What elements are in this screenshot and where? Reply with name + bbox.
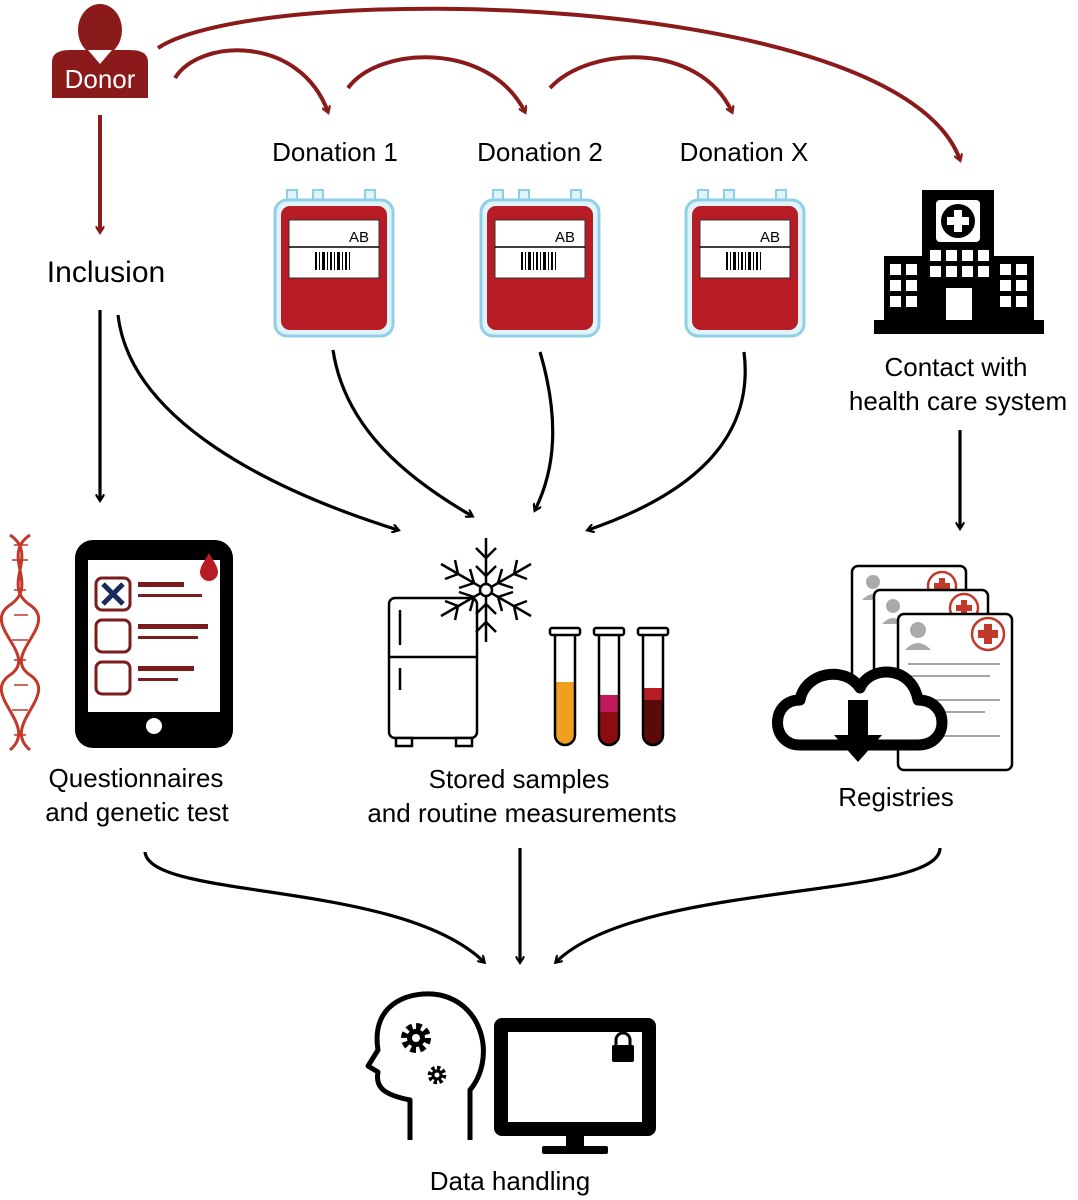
arrow-donor-to-donation-1 [173,48,328,112]
arrow-donation-x-to-samples [588,351,747,530]
flow-arrows [100,310,960,962]
donation-1-label: Donation 1 [272,137,398,167]
inclusion-label: Inclusion [47,256,165,289]
donor-label: Donor [65,64,136,94]
blood-bag-2: AB [479,189,601,338]
barcode-icon [315,252,350,270]
blood-type-label: AB [760,229,780,246]
snowflake-icon [440,538,532,642]
person-icon [52,4,148,98]
questionnaires-label-line1: Questionnaires [49,763,224,793]
donation-2: Donation 2 [477,137,603,167]
secure-computer-icon [494,1018,656,1154]
data-handling-label: Data handling [430,1166,590,1196]
download-arrow-icon [834,700,882,762]
donation-2-label: Donation 2 [477,137,603,167]
donation-x-label: Donation X [680,137,809,167]
questionnaires-label-line2: and genetic test [45,797,229,827]
lock-icon [612,1031,634,1062]
blood-type-label: AB [555,229,575,246]
dna-icon [0,533,40,752]
barcode-icon [726,252,761,270]
samples-label-line1: Stored samples [429,764,610,794]
blood-bag-icon [479,189,601,338]
hospital-label-line2: health care system [849,386,1067,416]
registries-label: Registries [838,782,954,812]
arrow-registries-to-data [556,847,942,962]
blood-bag-1: AB [273,189,395,338]
tube-pink [592,626,626,747]
donor-arrows [100,6,960,232]
tablet-checklist-icon [75,540,233,748]
arrow-donation-1-to-samples [331,349,472,516]
samples-label-line2: and routine measurements [367,798,676,828]
cloud-records-icon [772,564,1014,779]
blood-type-label: AB [349,229,369,246]
freezer-icon [387,596,479,748]
blood-bag-icon [684,189,806,338]
arrow-donation-1-to-2 [346,55,525,112]
tube-dark-red [636,626,670,747]
brain-gears-icon [365,991,486,1140]
arrow-inclusion-to-samples [116,314,398,530]
cloud-icon [772,666,948,779]
sample-tubes-icon [548,626,670,747]
hospital-icon [874,190,1044,334]
blood-bag-icon [273,189,395,338]
blood-bag-x: AB [684,189,806,338]
barcode-icon [521,252,556,270]
tube-yellow [548,626,582,747]
arrow-donation-2-to-x [548,55,732,112]
arrow-questionnaires-to-data [143,851,484,962]
donation-x: Donation X [680,137,809,167]
donation-1: Donation 1 [272,137,398,167]
donor-node: Donor [52,4,148,98]
blood-drop-icon [200,553,218,581]
arrow-donor-to-hospital [156,6,960,160]
hospital-label-line1: Contact with [884,352,1027,382]
arrow-donation-2-to-samples [535,351,555,510]
